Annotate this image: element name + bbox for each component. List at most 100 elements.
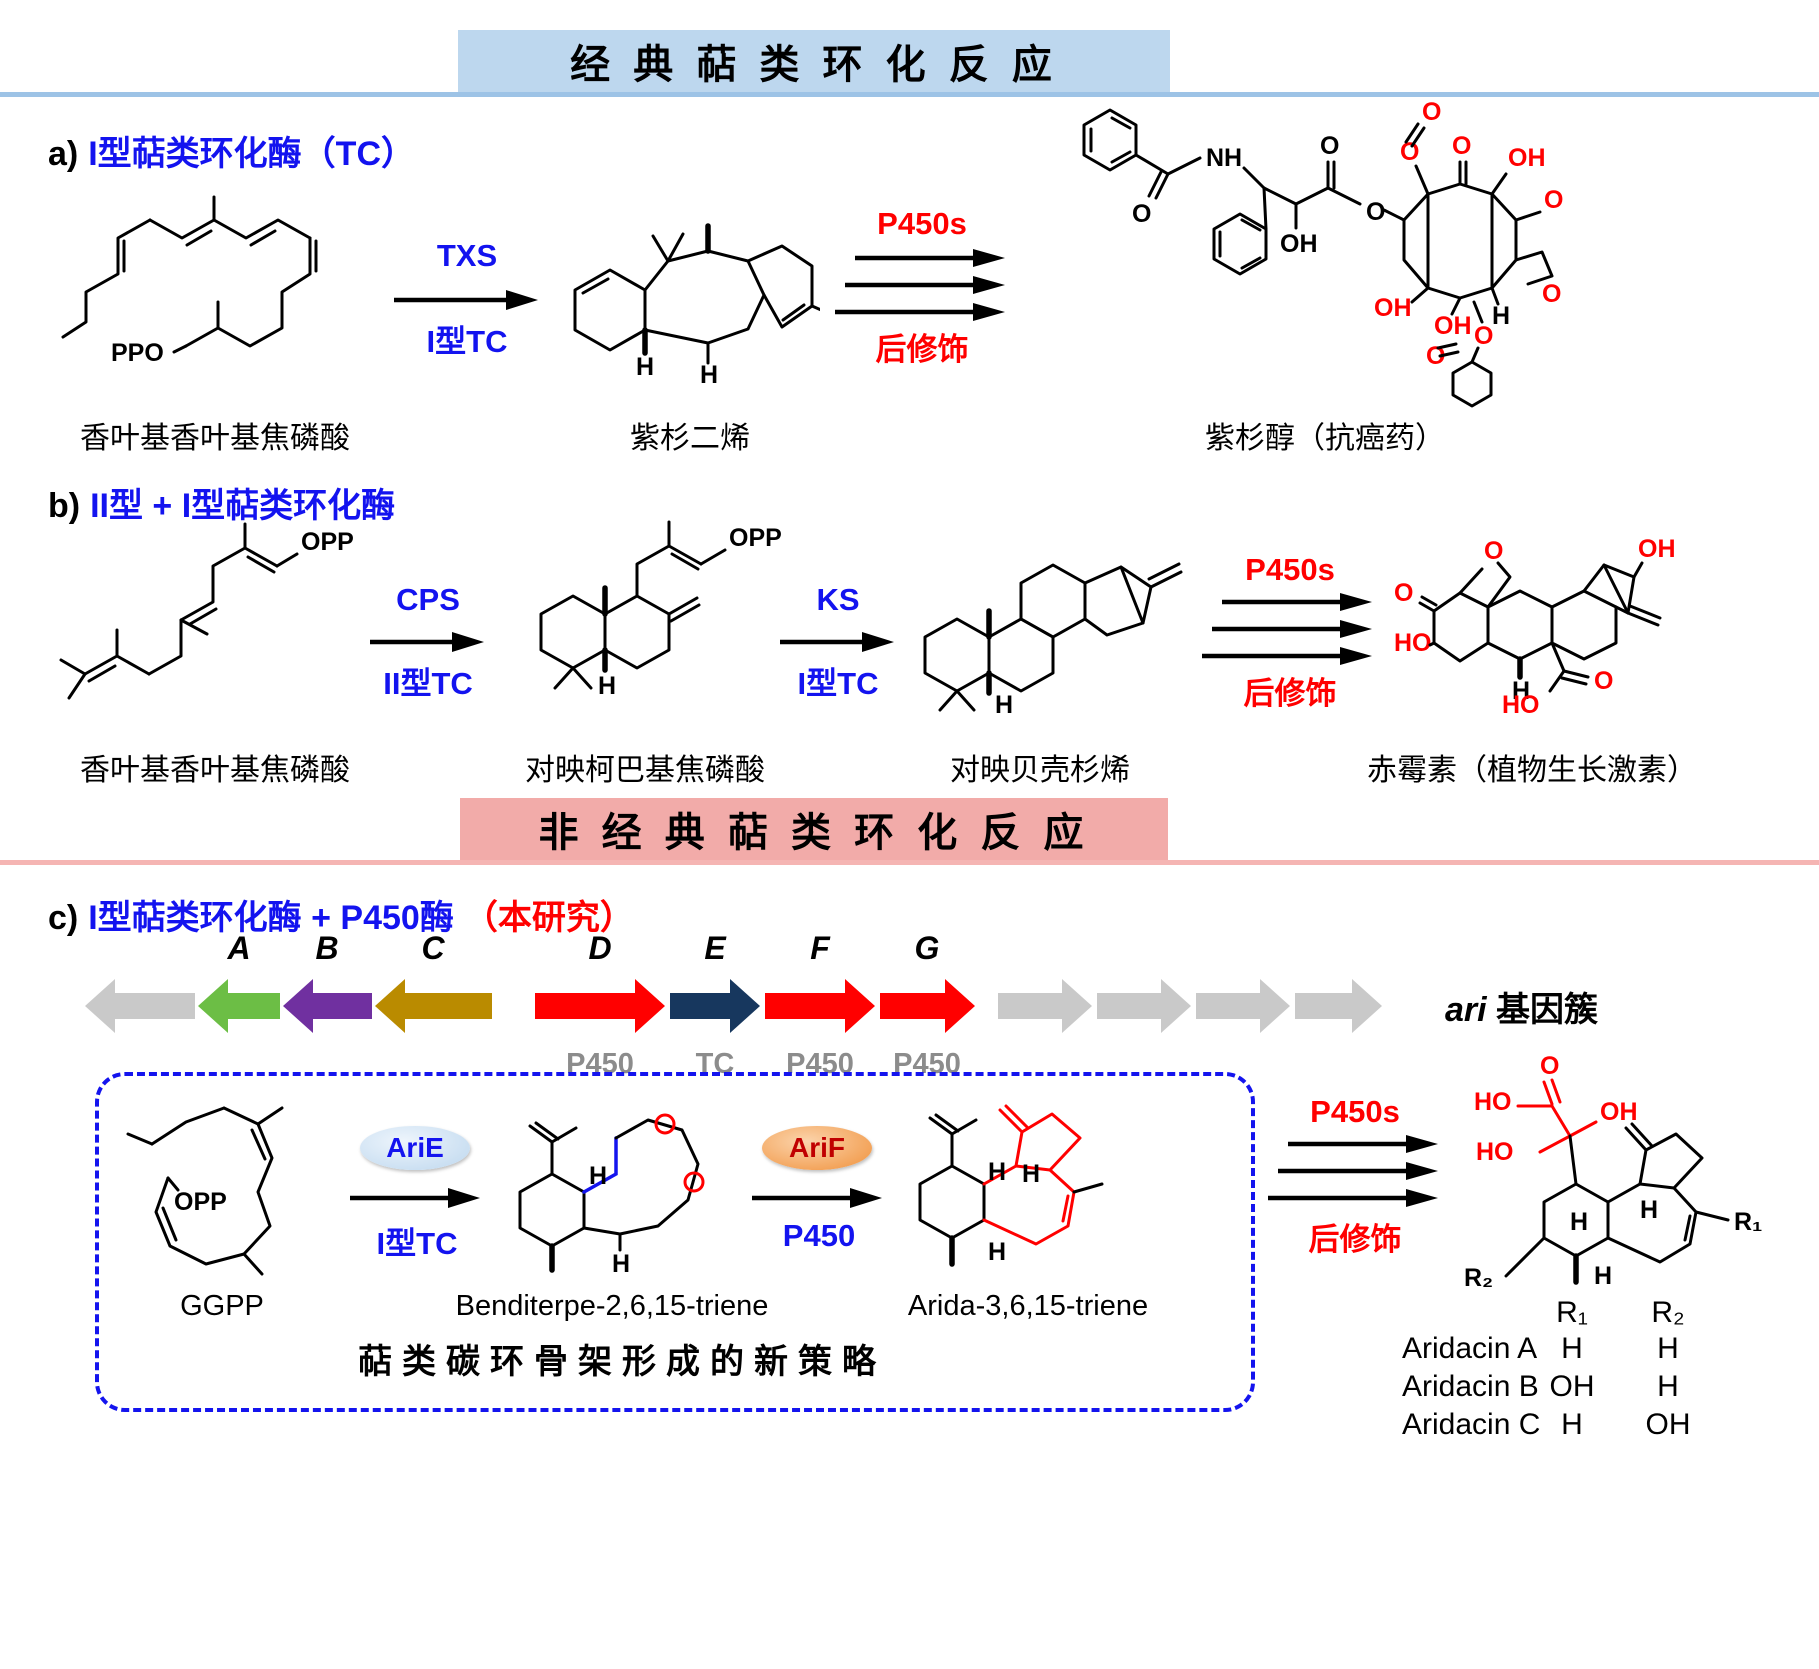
o-label: O bbox=[1594, 667, 1613, 695]
h-label: H bbox=[636, 353, 654, 381]
o-label: O bbox=[1400, 138, 1419, 166]
gene-arrow-b bbox=[283, 979, 372, 1033]
arrow-a2-bottom-label: 后修饰 bbox=[875, 332, 969, 367]
gene-arrow-e bbox=[670, 979, 760, 1033]
arie-enzyme-pill: AriE bbox=[360, 1126, 470, 1170]
aridacin-structure: O HO OH HO R₁ R₂ H H H bbox=[1464, 1052, 1762, 1292]
compound-label-copalyl: 对映柯巴基焦磷酸 bbox=[525, 754, 765, 787]
table-cell-r1: H bbox=[1561, 1332, 1583, 1365]
gene-letter-b: B bbox=[315, 930, 339, 966]
h-label: H bbox=[1512, 677, 1530, 705]
arrow-b3-top-label: P450s bbox=[1245, 552, 1335, 587]
section-c-title-note: （本研究） bbox=[463, 899, 634, 937]
triple-arrow-a bbox=[835, 249, 1005, 321]
opp-label: OPP bbox=[174, 1188, 227, 1216]
table-row-name: Aridacin A bbox=[1402, 1332, 1538, 1365]
gene-arrow-c bbox=[375, 979, 492, 1033]
r2-label: R₂ bbox=[1464, 1264, 1493, 1292]
table-cell-r2: H bbox=[1657, 1332, 1679, 1365]
section-c-header: c)I型萜类环化酶 + P450酶（本研究） bbox=[48, 890, 644, 939]
ari-italic: ari bbox=[1445, 991, 1487, 1029]
reaction-arrow-b1 bbox=[370, 632, 484, 652]
section-b-prefix: b) bbox=[48, 487, 81, 525]
gene-letter-a: A bbox=[227, 930, 251, 966]
arrow-b2-top-label: KS bbox=[816, 582, 860, 617]
triple-arrow-b bbox=[1202, 593, 1372, 665]
gene-arrow-gray-4 bbox=[1196, 979, 1290, 1033]
classic-banner: 经 典 萜 类 环 化 反 应 bbox=[458, 30, 1170, 92]
gene-cluster-arrows bbox=[85, 979, 1382, 1033]
o-label: O bbox=[1474, 322, 1493, 350]
reaction-arrow-a1 bbox=[394, 290, 538, 310]
arif-label: AriF bbox=[789, 1132, 845, 1163]
h-label: H bbox=[988, 1158, 1006, 1186]
nh-label: NH bbox=[1206, 144, 1242, 172]
h-label: H bbox=[1570, 1208, 1588, 1236]
h-label: H bbox=[1594, 1262, 1612, 1290]
o-label: O bbox=[1452, 132, 1471, 160]
reaction-arrow-b2 bbox=[780, 632, 894, 652]
opp-label: OPP bbox=[729, 524, 782, 552]
caption-arida-triene: Arida-3,6,15-triene bbox=[907, 1290, 1149, 1322]
arrow-a1-top-label: TXS bbox=[436, 238, 498, 273]
arif-enzyme-pill: AriF bbox=[762, 1126, 872, 1170]
ent-kaurene-structure: H bbox=[923, 562, 1183, 719]
gene-arrow-gray-3 bbox=[1097, 979, 1191, 1033]
compound-label-ggpp-a: 香叶基香叶基焦磷酸 bbox=[80, 422, 350, 455]
divider-blue bbox=[0, 92, 1819, 97]
table-cell-r2: H bbox=[1657, 1370, 1679, 1403]
arrow-c3-bottom-label: 后修饰 bbox=[1308, 1222, 1402, 1257]
ggpp-structure-a: PPO bbox=[61, 195, 318, 367]
h-label: H bbox=[598, 672, 616, 700]
strategy-dashed-box bbox=[95, 1072, 1255, 1412]
gibberellin-structure: O O HO OH H O HO bbox=[1394, 535, 1676, 719]
gene-arrow-g bbox=[880, 979, 975, 1033]
o-label: O bbox=[1426, 342, 1445, 370]
gene-letter-e: E bbox=[704, 930, 726, 966]
reaction-arrow-arie bbox=[350, 1188, 480, 1208]
arrow-a2-top-label: P450s bbox=[877, 206, 967, 241]
h-label: H bbox=[612, 1250, 630, 1278]
nonclassic-banner: 非 经 典 萜 类 环 化 反 应 bbox=[460, 798, 1168, 860]
o-label: O bbox=[1542, 280, 1561, 308]
ggpp-structure-c: OPP bbox=[126, 1106, 284, 1276]
taxadiene-structure: H H bbox=[573, 223, 820, 389]
o-label: O bbox=[1394, 579, 1413, 607]
arif-type-label: P450 bbox=[782, 1218, 856, 1253]
h-label: H bbox=[995, 691, 1013, 719]
arrow-b1-top-label: CPS bbox=[396, 582, 460, 617]
compound-label-ggpp-b: 香叶基香叶基焦磷酸 bbox=[80, 754, 350, 787]
ho-label: HO bbox=[1394, 629, 1432, 657]
h-label: H bbox=[988, 1238, 1006, 1266]
oh-label: OH bbox=[1638, 535, 1676, 563]
ho-label: HO bbox=[1476, 1138, 1514, 1166]
reaction-arrow-arif bbox=[752, 1188, 882, 1208]
gene-letter-c: C bbox=[421, 930, 445, 966]
arrow-a1-bottom-label: I型TC bbox=[426, 324, 508, 359]
h-label: H bbox=[1640, 1196, 1658, 1224]
copalyl-pp-structure: OPP H bbox=[539, 520, 782, 700]
arrow-c3-top-label: P450s bbox=[1310, 1094, 1400, 1129]
table-row-name: Aridacin C bbox=[1402, 1408, 1541, 1441]
oh-label: OH bbox=[1600, 1098, 1638, 1126]
r1-label: R₁ bbox=[1734, 1208, 1762, 1236]
o-label: O bbox=[1484, 537, 1503, 565]
oh-label: OH bbox=[1508, 144, 1546, 172]
opp-label: OPP bbox=[301, 528, 354, 556]
h-label: H bbox=[700, 361, 718, 389]
gene-arrow-d bbox=[535, 979, 665, 1033]
compound-label-kaurene: 对映贝壳杉烯 bbox=[950, 754, 1130, 787]
arie-type-label: I型TC bbox=[376, 1226, 458, 1261]
caption-ggpp: GGPP bbox=[180, 1290, 264, 1322]
nonclassic-banner-text: 非 经 典 萜 类 环 化 反 应 bbox=[538, 811, 1090, 855]
o-label: O bbox=[1422, 102, 1441, 126]
divider-pink bbox=[0, 860, 1819, 865]
table-header-r1: R₁ bbox=[1556, 1296, 1588, 1329]
gene-arrow-a bbox=[198, 979, 280, 1033]
gene-letter-g: G bbox=[914, 930, 940, 966]
benditerpene-structure: H H bbox=[518, 1113, 705, 1278]
arida-triene-structure: H H H bbox=[918, 1104, 1104, 1267]
h-label: H bbox=[589, 1162, 607, 1190]
gene-letter-f: F bbox=[810, 930, 830, 966]
